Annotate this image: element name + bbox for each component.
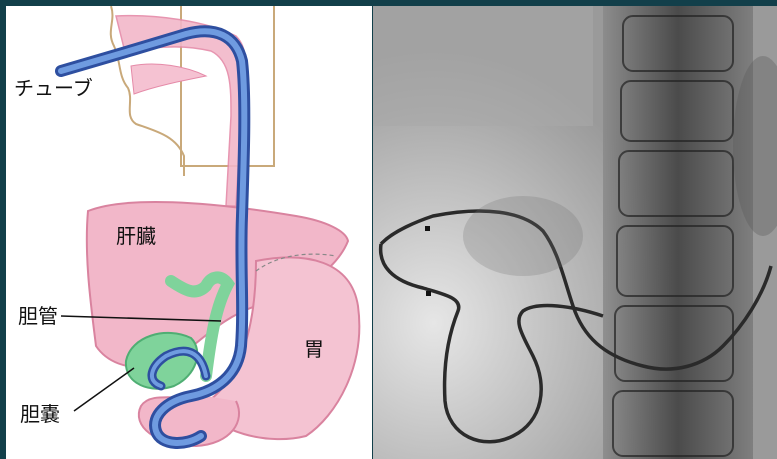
illustration-drawing bbox=[6, 6, 372, 459]
catheter-marker-2 bbox=[426, 291, 431, 296]
liver-label: 肝臓 bbox=[116, 226, 156, 246]
gallbladder-label: 胆嚢 bbox=[20, 404, 60, 424]
anatomy-illustration: チューブ 肝臓 胆管 胆嚢 胃 bbox=[6, 6, 372, 459]
xray-drawing bbox=[373, 6, 777, 459]
tube-label: チューブ bbox=[14, 78, 93, 98]
catheter-marker-1 bbox=[425, 226, 430, 231]
xray-image bbox=[373, 6, 777, 459]
xray-upper-shadow bbox=[373, 6, 593, 126]
stomach-label: 胃 bbox=[304, 339, 324, 359]
gallbladder-leader bbox=[74, 368, 134, 411]
bile-duct-label: 胆管 bbox=[18, 306, 58, 326]
tongue-shape bbox=[131, 64, 206, 94]
organ-shadow bbox=[463, 196, 583, 276]
